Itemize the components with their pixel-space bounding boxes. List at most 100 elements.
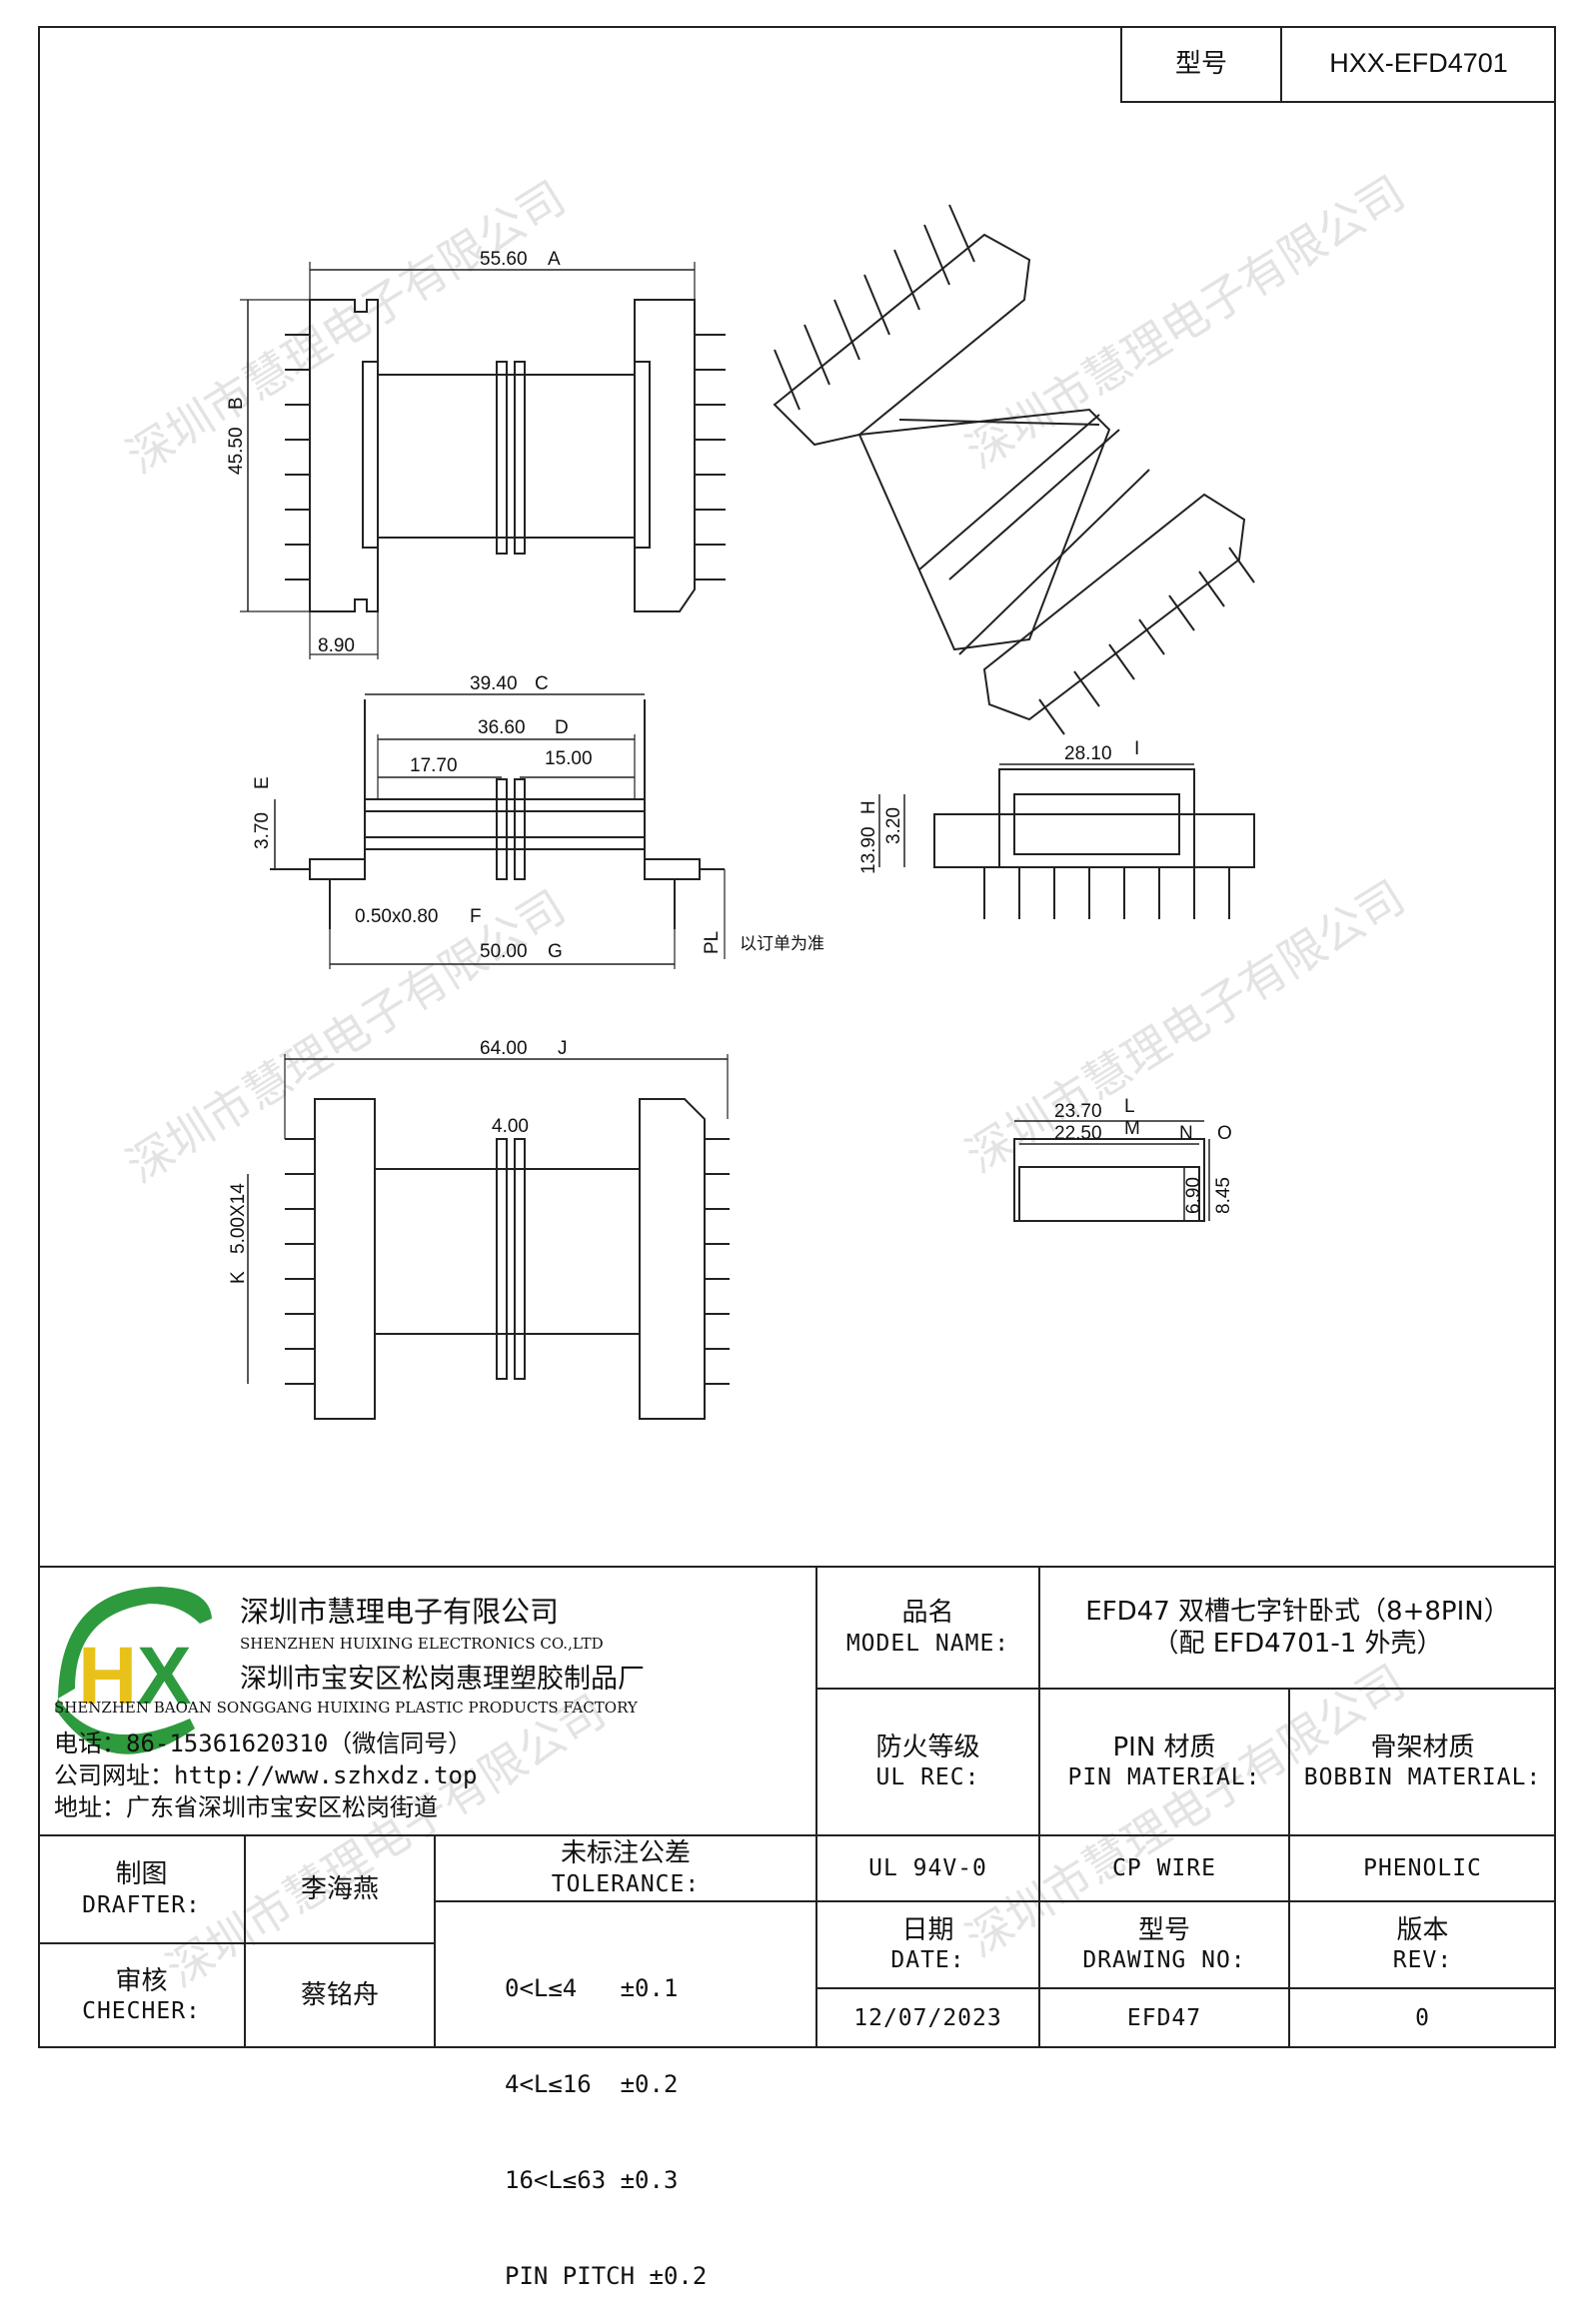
dim-k-tag: K [228, 1271, 249, 1284]
pin-label-cn: PIN 材质 [1112, 1732, 1216, 1762]
bobbin-label-cn: 骨架材质 [1370, 1732, 1475, 1762]
drafter-name: 李海燕 [300, 1873, 379, 1904]
dim-i-tag: I [1134, 738, 1139, 759]
drafter-label-cell: 制图 DRAFTER: [40, 1837, 243, 1941]
tolerance-label-cell: 未标注公差 TOLERANCE: [437, 1837, 814, 1899]
fire-label-en: UL REC: [875, 1764, 980, 1791]
bottom-view [247, 1054, 730, 1420]
company-name-en: SHENZHEN HUIXING ELECTRONICS CO.,LTD [240, 1635, 604, 1653]
pin-label-en: PIN MATERIAL: [1067, 1764, 1261, 1791]
pins-left [285, 334, 310, 581]
tolerance-label-en: TOLERANCE: [551, 1870, 701, 1897]
pins-right [695, 334, 726, 581]
company-name-cn: 深圳市慧理电子有限公司 [240, 1595, 560, 1629]
dim-g-value: 50.00 [480, 941, 528, 962]
drawing-label-cell: 型号 DRAWING NO: [1041, 1903, 1287, 1986]
product-name-cell: EFD47 双槽七字针卧式（8+8PIN） （配 EFD4701-1 外壳） [1041, 1569, 1554, 1687]
factory-name-en: SHENZHEN BAOAN SONGGANG HUIXING PLASTIC … [54, 1699, 638, 1717]
product-name-line2: （配 EFD4701-1 外壳） [1152, 1629, 1443, 1659]
dim-j-value: 64.00 [480, 1038, 528, 1059]
tolerance-table: 0<L≤4 ±0.1 4<L≤16 ±0.2 16<L≤63 ±0.3 PIN … [505, 1908, 804, 2324]
checker-label-en: CHECHER: [82, 1998, 201, 2025]
date-label-cn: 日期 [901, 1914, 954, 1945]
dim-h-tag: H [858, 800, 879, 814]
dim-400-value: 4.00 [492, 1116, 529, 1137]
fire-value: UL 94V-0 [868, 1854, 987, 1881]
tolerance-row: 4<L≤16 ±0.2 [505, 2070, 679, 2098]
drafter-label-en: DRAFTER: [82, 1891, 201, 1918]
dim-i-value: 28.10 [1064, 743, 1112, 764]
dim-b-value: 45.50 [226, 427, 247, 475]
dim-690-value: 6.90 [1183, 1177, 1204, 1214]
dim-o-tag: O [1217, 1123, 1232, 1144]
product-label-cell: 品名 MODEL NAME: [818, 1569, 1037, 1687]
dimension-labels: 55.60 A 45.50 B 8.90 39.40 C 36.60 D 17.… [226, 249, 1234, 1284]
pin-value: CP WIRE [1112, 1854, 1216, 1881]
side-view [878, 763, 1255, 919]
company-phone: 电话：86-15361620310（微信同号） [54, 1730, 473, 1757]
dim-f-tag: F [470, 906, 482, 927]
dim-g-tag: G [548, 941, 563, 962]
dim-pl-label: PL [702, 931, 723, 954]
title-block-grid [38, 26, 1556, 2048]
drafter-label-cn: 制图 [115, 1859, 168, 1890]
top-view [240, 262, 726, 659]
dim-m-tag: M [1124, 1118, 1140, 1139]
company-logo: H X [55, 1587, 212, 1754]
dim-l-tag: L [1124, 1096, 1135, 1117]
product-name-line1: EFD47 双槽七字针卧式（8+8PIN） [1085, 1596, 1510, 1627]
tolerance-row: 16<L≤63 ±0.3 [505, 2166, 679, 2194]
dim-f-value: 0.50x0.80 [355, 906, 438, 927]
dim-d-tag: D [555, 717, 569, 738]
logo-x-letter: X [137, 1631, 192, 1722]
bobbin-value: PHENOLIC [1363, 1854, 1482, 1881]
fire-label-cn: 防火等级 [875, 1732, 980, 1762]
tolerance-row: 0<L≤4 ±0.1 [505, 1974, 679, 2002]
dim-320-value: 3.20 [883, 807, 904, 844]
dim-845-value: 8.45 [1213, 1177, 1234, 1214]
technical-drawing: 深圳市慧理电子有限公司 深圳市慧理电子有限公司 深圳市慧理电子有限公司 深圳市慧… [38, 26, 1556, 2048]
factory-name-cn: 深圳市宝安区松岗惠理塑胶制品厂 [240, 1664, 645, 1695]
watermark-text: 深圳市慧理电子有限公司 [956, 165, 1414, 479]
isometric-view [773, 204, 1255, 735]
dim-d-value: 36.60 [478, 717, 526, 738]
model-label: 型号 [1174, 48, 1227, 79]
dim-a-value: 55.60 [480, 249, 528, 270]
rev-value: 0 [1415, 2004, 1430, 2031]
bobbin-label-cell: 骨架材质 BOBBIN MATERIAL: [1291, 1691, 1554, 1833]
dim-890-value: 8.90 [318, 635, 355, 656]
date-label-cell: 日期 DATE: [818, 1903, 1037, 1986]
checker-label-cell: 审核 CHECHER: [40, 1945, 243, 2046]
drawing-label-cn: 型号 [1137, 1914, 1190, 1945]
date-value: 12/07/2023 [853, 2004, 1002, 2031]
rev-label-en: REV: [1392, 1947, 1453, 1974]
checker-label-cn: 审核 [115, 1965, 168, 1996]
company-address: 地址：广东省深圳市宝安区松岗街道 [54, 1793, 438, 1821]
dim-b-tag: B [226, 397, 247, 410]
tolerance-label-cn: 未标注公差 [560, 1838, 691, 1869]
drawing-label-en: DRAWING NO: [1082, 1947, 1246, 1974]
model-value: HXX-EFD4701 [1329, 48, 1508, 79]
dim-l-value: 23.70 [1054, 1101, 1102, 1122]
dim-n-tag: N [1179, 1123, 1193, 1144]
dim-m-value: 22.50 [1054, 1123, 1102, 1144]
order-note: 以订单为准 [740, 934, 824, 953]
dim-h-value: 13.90 [858, 826, 879, 874]
drawing-frame [38, 26, 1556, 2048]
front-view [270, 693, 726, 969]
tolerance-row: PIN PITCH ±0.2 [505, 2262, 708, 2290]
pin-label-cell: PIN 材质 PIN MATERIAL: [1041, 1691, 1287, 1833]
dim-a-tag: A [548, 249, 561, 270]
rev-label-cn: 版本 [1396, 1914, 1449, 1945]
checker-name: 蔡铭舟 [300, 1980, 379, 2011]
dim-e-tag: E [252, 776, 273, 789]
end-view [1013, 1120, 1210, 1222]
dim-e-value: 3.70 [252, 812, 273, 849]
dim-1770-value: 17.70 [410, 755, 458, 776]
logo-h-letter: H [78, 1631, 137, 1722]
date-label-en: DATE: [890, 1947, 965, 1974]
dim-j-tag: J [558, 1038, 568, 1059]
dim-1500-value: 15.00 [545, 748, 593, 769]
product-label-cn: 品名 [901, 1598, 954, 1629]
dim-k-value: 5.00X14 [228, 1183, 249, 1254]
